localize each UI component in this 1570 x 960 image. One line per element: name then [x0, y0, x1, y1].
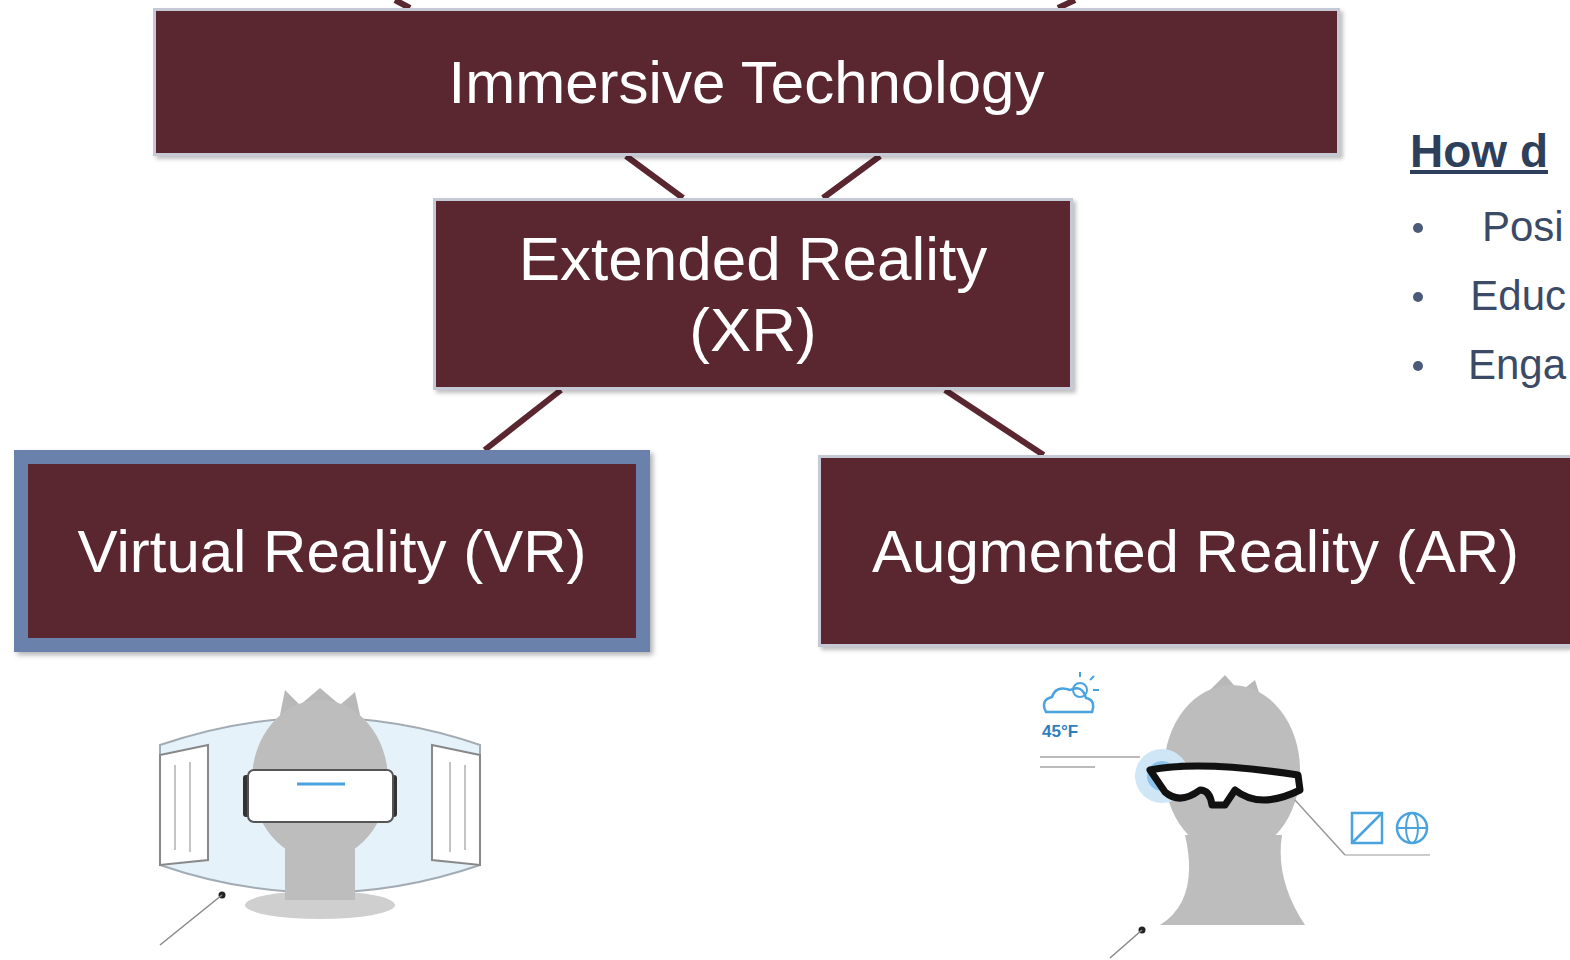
- vr-figure: [160, 688, 480, 945]
- box-label: Extended Reality (XR): [453, 223, 1053, 366]
- connector-line: [626, 156, 880, 198]
- connector-line: [485, 390, 561, 450]
- category-box: Augmented Reality (AR): [818, 455, 1570, 647]
- ar-figure: [1040, 672, 1430, 958]
- selected-box: Virtual Reality (VR): [14, 450, 650, 652]
- bullet-text: Posi: [1482, 203, 1564, 251]
- bullet-text: Educ: [1470, 272, 1566, 320]
- connector-line: [945, 390, 1044, 455]
- bullet: [1413, 361, 1423, 371]
- heading-text: How d: [1410, 124, 1548, 178]
- category-box: Immersive Technology: [153, 8, 1340, 156]
- box-label: Immersive Technology: [449, 48, 1045, 117]
- bullet: [1413, 292, 1423, 302]
- box-label: Virtual Reality (VR): [77, 517, 586, 586]
- connector-stub: [1058, 0, 1075, 8]
- connector-stub: [395, 0, 410, 8]
- temperature-label: 45°F: [1042, 722, 1078, 742]
- bullet: [1413, 223, 1423, 233]
- category-box: Extended Reality (XR): [433, 198, 1073, 390]
- box-label: Augmented Reality (AR): [872, 517, 1519, 586]
- bullet-text: Enga: [1468, 341, 1566, 389]
